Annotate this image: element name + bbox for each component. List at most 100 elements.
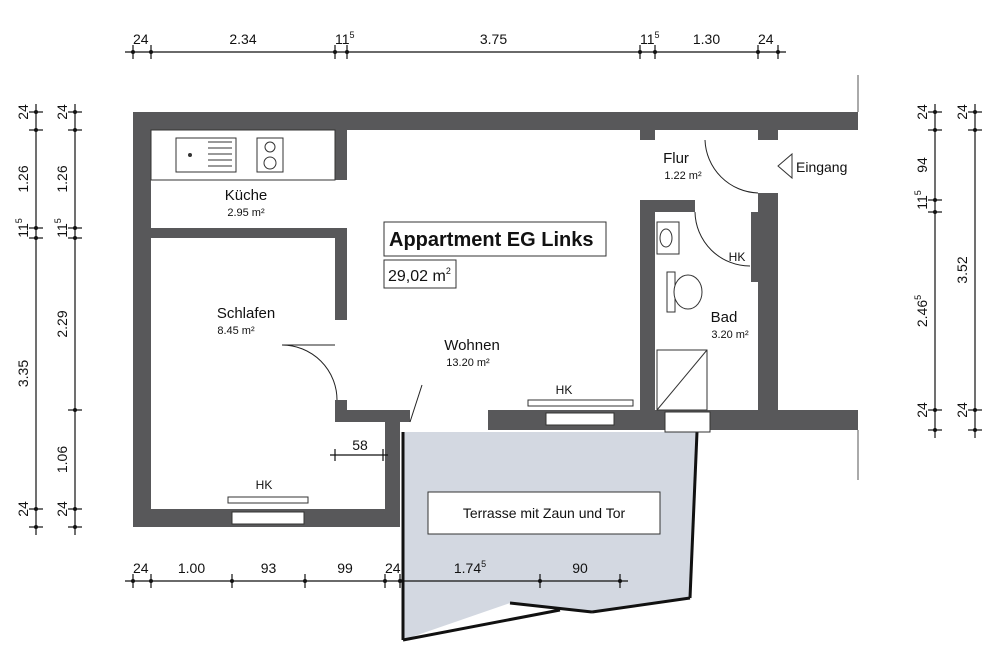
dimension-dot — [756, 50, 760, 54]
dimension-dot — [34, 525, 38, 529]
walls — [133, 112, 858, 527]
dimension-label: 115 — [335, 30, 355, 47]
room-name-schlafen: Schlafen — [217, 305, 275, 322]
dimension-label: 24 — [954, 402, 970, 418]
dimension-dot — [149, 50, 153, 54]
dimension-label: 1.00 — [178, 560, 205, 576]
dimension-dot — [34, 226, 38, 230]
dimension-dot — [653, 50, 657, 54]
dimension-label: 24 — [914, 104, 930, 120]
dimension-dot — [973, 128, 977, 132]
dimension-dot — [73, 507, 77, 511]
dimension-label: 3.52 — [954, 256, 970, 283]
heater-label: HK — [556, 383, 573, 397]
dimension-label: 3.35 — [15, 360, 31, 387]
dimension-label: 24 — [54, 501, 70, 517]
dimension-dot — [131, 579, 135, 583]
dimension-label: 24 — [385, 560, 401, 576]
dimension-label: 24 — [54, 104, 70, 120]
dimension-lines: 24 2.34 115 3.75 115 1.30 24 24 1.00 93 99 24 1.745 9… — [14, 30, 982, 588]
dimension-label: 24 — [133, 31, 149, 47]
dimension-label: 115 — [913, 190, 930, 210]
dimension-dot — [538, 579, 542, 583]
dimension-dot — [933, 408, 937, 412]
dimension-dot — [933, 198, 937, 202]
dimension-label: 1.06 — [54, 446, 70, 473]
room-name-wohnen: Wohnen — [444, 337, 500, 354]
dimension-label: 90 — [572, 560, 588, 576]
dimension-dot — [73, 408, 77, 412]
dimension-dot — [34, 128, 38, 132]
dimension-dot — [303, 579, 307, 583]
dimension-label: 24 — [954, 104, 970, 120]
dimension-dot — [398, 579, 402, 583]
dimension-dot — [230, 579, 234, 583]
dimension-label: 3.75 — [480, 31, 507, 47]
dimension-dot — [73, 226, 77, 230]
dimension-dot — [73, 525, 77, 529]
dimension-dot — [73, 110, 77, 114]
dimension-dot — [638, 50, 642, 54]
dimension-dot — [73, 236, 77, 240]
heaters: HK HK HK — [227, 250, 746, 525]
dimension-dot — [933, 128, 937, 132]
dimension-label: 2.465 — [913, 295, 930, 327]
dimension-dot — [933, 210, 937, 214]
terrace: Terrasse mit Zaun und Tor — [401, 431, 699, 642]
terrace-label-box — [427, 491, 661, 535]
total-area: 29,02 m2 — [388, 266, 451, 285]
dimension-dot — [973, 408, 977, 412]
dimension-label: 24 — [15, 501, 31, 517]
dimension-label: 1.745 — [454, 559, 486, 576]
dimension-dot — [149, 579, 153, 583]
sink-icon — [175, 137, 237, 173]
dimension-label: 2.34 — [229, 31, 256, 47]
doors — [281, 139, 759, 423]
door-dim-label: 58 — [352, 437, 368, 453]
apartment-title: Appartment EG Links 29,02 m2 — [383, 221, 607, 289]
room-name-kueche: Küche — [225, 187, 268, 204]
bath-fixtures — [656, 221, 711, 433]
stove-icon — [256, 137, 284, 173]
terrace-label: Terrasse mit Zaun und Tor — [463, 505, 626, 521]
dimension-label: 93 — [261, 560, 277, 576]
entrance-arrow-icon — [777, 152, 793, 180]
dimension-dot — [73, 128, 77, 132]
kitchen-counter — [150, 129, 336, 181]
dimension-label: 24 — [133, 560, 149, 576]
dimension-dot — [933, 428, 937, 432]
dimension-dot — [776, 50, 780, 54]
dimension-label: 1.26 — [15, 165, 31, 192]
room-area-bad: 3.20 m² — [711, 329, 749, 341]
dimension-label: 94 — [914, 157, 930, 173]
dimension-label: 115 — [640, 30, 660, 47]
dimension-dot — [131, 50, 135, 54]
dimension-dot — [34, 236, 38, 240]
dimension-label: 115 — [53, 218, 70, 238]
dimension-dot — [383, 579, 387, 583]
room-name-flur: Flur — [663, 150, 689, 167]
heater-label: HK — [729, 250, 746, 264]
room-area-schlafen: 8.45 m² — [217, 325, 255, 337]
dimension-dot — [345, 50, 349, 54]
dimension-dot — [34, 507, 38, 511]
dimension-label: 24 — [914, 402, 930, 418]
dimension-dot — [933, 110, 937, 114]
dimension-dot — [333, 50, 337, 54]
dimension-label: 99 — [337, 560, 353, 576]
dimension-dot — [973, 110, 977, 114]
entrance-label: Eingang — [796, 159, 847, 175]
room-area-kueche: 2.95 m² — [227, 207, 265, 219]
dimension-label: 2.29 — [54, 310, 70, 337]
dimension-dot — [618, 579, 622, 583]
room-area-wohnen: 13.20 m² — [446, 357, 490, 369]
room-area-flur: 1.22 m² — [664, 170, 702, 182]
heater-label: HK — [256, 478, 273, 492]
dimension-dot — [973, 428, 977, 432]
room-name-bad: Bad — [711, 309, 738, 326]
dimension-label: 1.30 — [693, 31, 720, 47]
dimension-label: 115 — [14, 218, 31, 238]
door-dimension: 58 — [330, 437, 388, 461]
page-title: Appartment EG Links — [389, 229, 593, 251]
